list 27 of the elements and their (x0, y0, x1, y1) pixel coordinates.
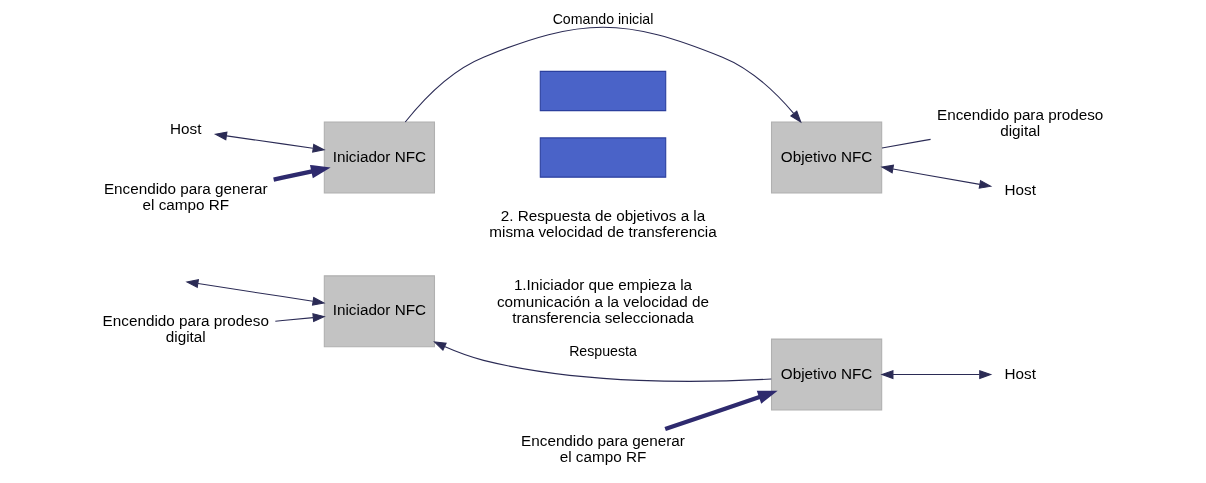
node-box: Iniciador NFC (323, 121, 436, 194)
node-bar (539, 137, 667, 178)
arrow (880, 370, 993, 380)
node-box: Iniciador NFC (323, 275, 436, 348)
arrow (664, 390, 778, 432)
arrow (213, 131, 326, 153)
connector (881, 138, 932, 149)
node-text: Host (170, 120, 202, 138)
node-text: Encendido para prodeso digital (102, 311, 269, 346)
arrow (185, 279, 326, 306)
edge-label: Comando inicial (552, 10, 654, 27)
node-text: Host (1004, 364, 1036, 382)
label: 2. Respuesta de objetivos a la misma velocidad de transferencia (489, 206, 717, 241)
edge-label: Respuesta (569, 343, 637, 360)
arrow (433, 341, 772, 382)
label: 1.Iniciador que empieza la comunicación a la velocidad de transferencia seleccionada (496, 276, 710, 326)
node-text: Host (1004, 181, 1036, 199)
node-box: Objetivo NFC (770, 338, 883, 411)
node-text: Encendido para generar el campo RF (103, 179, 268, 214)
arrow (274, 313, 326, 323)
node-bar (539, 70, 667, 112)
arrow (404, 26, 802, 124)
node-box: Objetivo NFC (770, 121, 883, 194)
arrow (880, 164, 993, 189)
arrow (273, 164, 331, 182)
node-text: Encendido para generar el campo RF (521, 431, 685, 466)
node-text: Encendido para prodeso digital (937, 105, 1104, 139)
